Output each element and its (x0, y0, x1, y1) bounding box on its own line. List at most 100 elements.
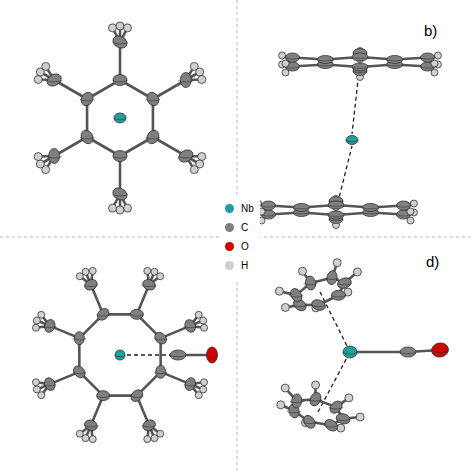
hydrogen-atom (108, 204, 116, 212)
hydrogen-atom (356, 413, 364, 421)
ellipsoid-band (184, 384, 197, 386)
carbon-atom (156, 365, 166, 378)
ellipsoid-band (113, 42, 128, 44)
carbon-atom (83, 278, 99, 293)
hydrogen-atom (198, 75, 206, 83)
ellipsoid-band (143, 285, 156, 287)
ellipsoid-band (178, 80, 193, 82)
ellipsoid-band (143, 425, 156, 427)
hydrogen-atom (201, 379, 208, 386)
carbon-atom (288, 287, 304, 304)
carbon-atom (421, 53, 435, 62)
carbon-atom (400, 347, 416, 357)
hydrogen-atom (32, 324, 39, 331)
ellipsoid-band (97, 314, 110, 316)
ellipsoid-band (352, 67, 368, 68)
legend-text: C (241, 222, 248, 233)
niobium-atom (346, 136, 358, 145)
carbon-atom (331, 290, 345, 300)
ellipsoid-band (331, 295, 345, 297)
hydrogen-atom (89, 267, 96, 274)
ellipsoid-band (184, 326, 197, 328)
hydrogen-atom (298, 267, 306, 275)
ellipsoid-band (293, 305, 307, 307)
ellipsoid-band (324, 425, 338, 427)
carbon-atom (170, 350, 186, 360)
hydrogen-atom (108, 24, 116, 32)
ellipsoid-band (170, 355, 186, 357)
hydrogen-atom (345, 394, 353, 402)
coordination-bond (120, 354, 178, 355)
ellipsoid-band (287, 411, 301, 413)
carbon-atom (352, 53, 368, 61)
niobium-atom (114, 113, 126, 123)
hydrogen-atom (333, 259, 341, 267)
ellipsoid-band (80, 137, 94, 139)
ellipsoid-band (312, 305, 326, 307)
ellipsoid-band (113, 80, 127, 82)
ellipsoid-band (130, 396, 143, 398)
carbon-atom (97, 391, 110, 401)
ellipsoid-band (317, 65, 333, 66)
hydrogen-atom (151, 435, 158, 442)
hydrogen-atom (144, 267, 151, 274)
ellipsoid-band (146, 137, 160, 139)
ellipsoid-band (363, 208, 379, 209)
hydrogen-atom (281, 303, 289, 311)
ellipsoid-band (317, 60, 333, 61)
hydrogen-atom (32, 379, 39, 386)
ellipsoid-band (397, 206, 411, 208)
carbon-atom (141, 278, 157, 292)
ellipsoid-band (47, 156, 62, 158)
ellipsoid-band (285, 58, 299, 60)
carbon-atom (79, 90, 96, 108)
niobium-atom (115, 350, 125, 360)
hydrogen-atom (34, 75, 42, 83)
carbon-atom (43, 318, 57, 334)
carbon-atom (363, 204, 379, 212)
legend-swatch (225, 223, 234, 232)
hydrogen-atom (277, 401, 285, 409)
hydrogen-atom (200, 317, 207, 324)
carbon-atom (326, 270, 338, 286)
carbon-atom (43, 376, 58, 392)
ellipsoid-band (346, 140, 358, 142)
carbon-atom (74, 332, 84, 345)
legend-entry: H (225, 256, 254, 275)
ellipsoid-band (336, 419, 350, 421)
carbon-atom (71, 364, 87, 380)
carbon-atom (261, 201, 275, 210)
hydrogen-atom (89, 436, 96, 443)
hydrogen-atom (124, 204, 132, 212)
ellipsoid-band (97, 396, 110, 398)
hydrogen-atom (34, 153, 42, 161)
ellipsoid-band (308, 399, 322, 401)
legend-text: H (241, 260, 248, 271)
hydrogen-atom (275, 287, 283, 295)
legend-swatch (225, 242, 234, 251)
ellipsoid-band (43, 384, 56, 386)
hydrogen-atom (42, 62, 50, 70)
hydrogen-atom (201, 324, 208, 331)
hydrogen-atom (116, 22, 124, 30)
ellipsoid-band (43, 326, 56, 328)
hydrogen-atom (434, 52, 441, 59)
hydrogen-atom (82, 268, 89, 275)
carbon-atom (328, 399, 345, 416)
carbon-atom (130, 309, 143, 319)
ellipsoid-band (290, 401, 304, 403)
hydrogen-atom (144, 436, 151, 443)
carbon-atom (323, 417, 340, 433)
ellipsoid-band (80, 99, 94, 101)
ellipsoid-band (432, 350, 449, 352)
carbon-atom (301, 413, 317, 430)
carbon-atom (285, 53, 299, 62)
carbon-atom (180, 73, 191, 88)
ellipsoid-band (113, 156, 127, 158)
hydrogen-atom (33, 386, 40, 393)
ellipsoid-band (114, 118, 126, 120)
carbon-atom (352, 63, 368, 71)
carbon-atom (113, 151, 127, 162)
hydrogen-atom (410, 200, 417, 207)
